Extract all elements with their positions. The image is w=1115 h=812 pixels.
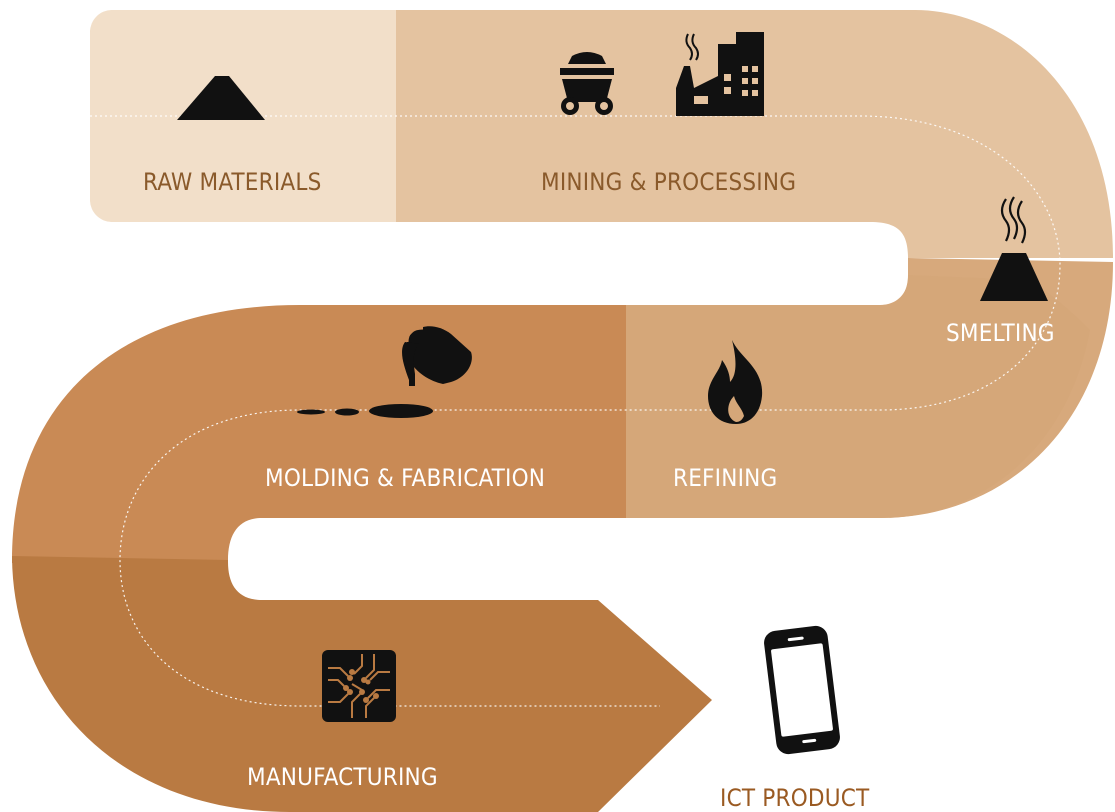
label-smelting: SMELTING <box>946 319 1055 347</box>
circuit-chip-icon <box>322 650 396 722</box>
mountain-icon <box>177 76 265 120</box>
band-refining <box>626 275 1090 518</box>
smartphone-icon <box>764 625 840 755</box>
label-ict-product: ICT PRODUCT <box>720 784 870 812</box>
factory-icon <box>676 32 764 116</box>
label-raw-materials: RAW MATERIALS <box>143 168 322 196</box>
mine-cart-icon <box>560 52 614 115</box>
label-manufacturing: MANUFACTURING <box>247 763 438 791</box>
dotted-route <box>90 115 1061 707</box>
pouring-bucket-icon <box>297 326 472 418</box>
flame-icon <box>708 340 763 424</box>
label-mining-processing: MINING & PROCESSING <box>541 168 797 196</box>
label-refining: REFINING <box>673 464 778 492</box>
label-molding-fabrication: MOLDING & FABRICATION <box>265 464 546 492</box>
smelter-icon <box>980 196 1048 301</box>
band-molding <box>12 305 626 560</box>
